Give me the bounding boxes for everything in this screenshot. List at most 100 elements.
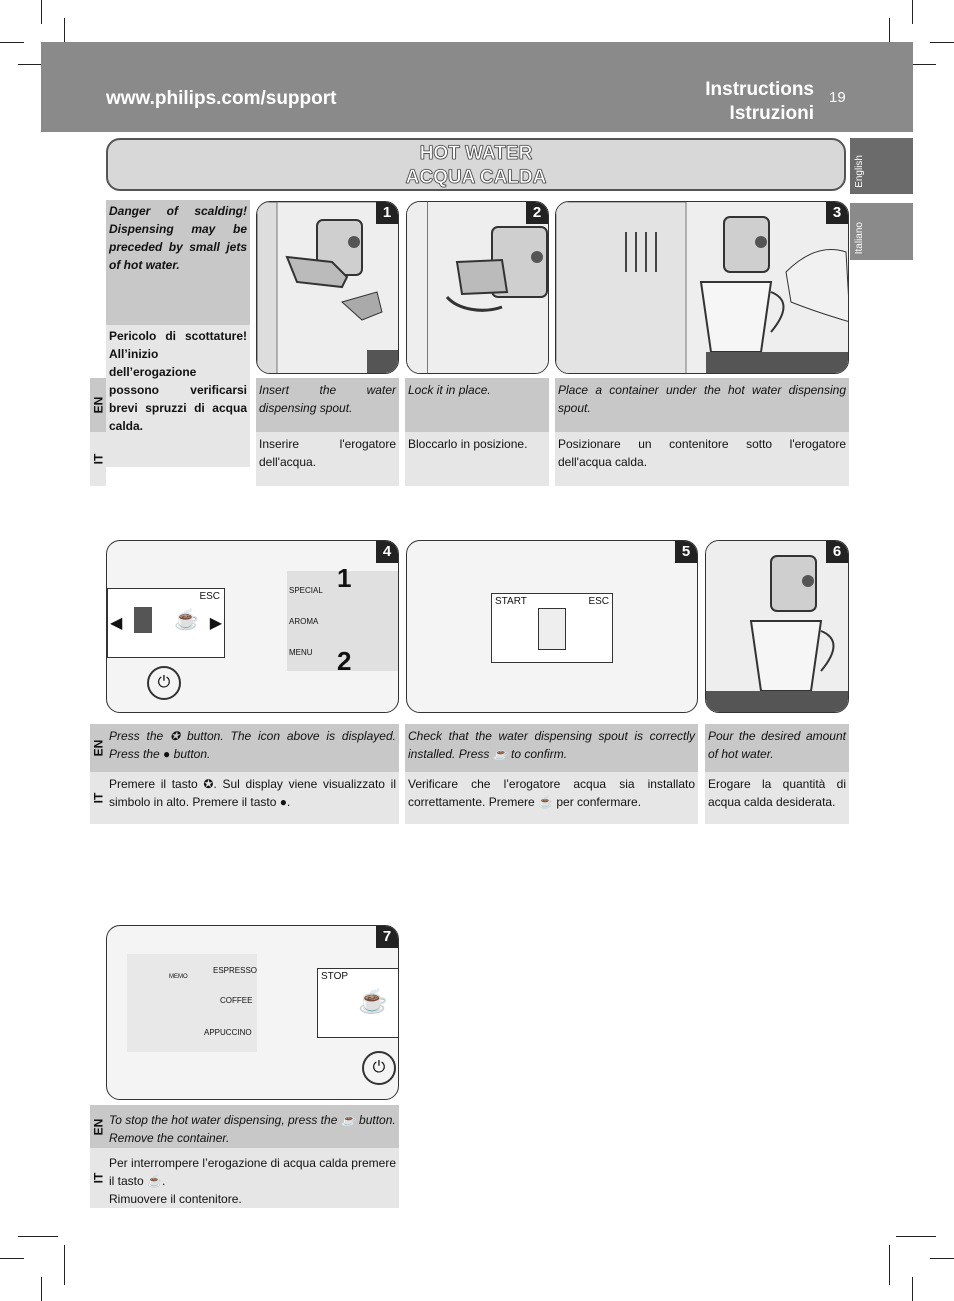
crop-mark [930,1258,954,1259]
callout-1: 1 [337,563,352,593]
aroma-bean-icon: ● [279,795,287,809]
crop-mark [889,18,890,58]
step-5-caption-it: Verificare che l’erogatore acqua sia ins… [405,772,698,824]
crop-mark [930,42,954,43]
step-5-en-b: to confirm. [511,747,568,761]
lang-tag-it: IT [90,432,106,486]
step-5-caption-en: Check that the water dispensing spout is… [405,724,698,772]
step-4-it-a: Premere il tasto [109,777,198,791]
lang-tag-en: EN [90,378,106,432]
step-2-number: 2 [526,202,548,224]
step-5-en-a: Check that the water dispensing spout is… [408,729,695,761]
lang-tag-en: EN [90,724,106,772]
step-5-it-a: Verificare che l’erogatore acqua sia ins… [408,777,695,809]
crop-mark [64,18,65,58]
step-2-caption-en: Lock it in place. [405,378,549,432]
crop-mark [18,1236,58,1237]
start-label: START [495,596,527,607]
lang-en-label: EN [91,1118,106,1135]
arrow-right-icon: ▶ [209,615,222,632]
lang-en-label: EN [91,396,106,414]
step-4-en-c: button. [173,747,211,761]
lang-it-label: IT [90,792,105,804]
stop-label: STOP [321,971,349,982]
step-7-it-b: . [161,1174,166,1188]
lang-tag-it: IT [90,772,106,824]
step-3-illustration: 3 [555,201,849,374]
step-6-illustration: 6 [705,540,849,713]
warning-it: Pericolo di scottature! All’inizio dell’… [106,325,250,467]
power-icon[interactable]: ⏻ [147,666,181,700]
header-title-en: Instructions [705,79,814,100]
warning-it-text: Pericolo di scottature! All’inizio dell’… [109,329,247,433]
step-1-caption-it: Inserire l'erogatore dell'acqua. [256,432,399,486]
step-6-number: 6 [826,541,848,563]
step-1-illustration: 1 [256,201,399,374]
page-number: 19 [829,89,846,106]
button-panel [287,571,398,671]
lang-tag-en: EN [90,1105,106,1148]
aroma-bean-icon: ● [163,747,171,761]
crop-mark [0,1258,24,1259]
lang-it-label: IT [90,1172,105,1184]
lang-en-label: EN [91,739,106,757]
step-4-caption-it: Premere il tasto ✪. Sul display viene vi… [106,772,399,824]
step-2-illustration: 2 [406,201,549,374]
title-en: HOT WATER [419,143,533,165]
step-7-en-c: Remove the container. [109,1131,230,1145]
step-7-caption-it: Per interrompere l’erogazione di acqua c… [106,1148,399,1208]
warning-en-text: Danger of scalding! Dispensing may be pr… [109,204,247,272]
espresso-cup-icon: ☕ [147,1174,162,1188]
esc-label: ESC [199,591,220,602]
step-2-caption-it: Bloccarlo in posizione. [405,432,549,486]
hot-water-cup-icon: ☕ [174,609,199,631]
special-star-icon: ✪ [170,729,181,743]
crop-mark [64,1245,65,1285]
cappuccino-button[interactable]: APPUCCINO [204,1028,252,1037]
display-screen: STOP ☕ [317,968,398,1038]
step-1-caption-en: Insert the water dispensing spout. [256,378,399,432]
crop-mark [912,1277,913,1301]
support-url: www.philips.com/support [106,88,337,109]
step-4-caption-en: Press the ✪ button. The icon above is di… [106,724,399,772]
step-4-number: 4 [376,541,398,563]
menu-button[interactable]: MENU [289,648,313,657]
display-screen: START ESC [491,593,613,663]
crop-mark [0,42,24,43]
step-1-number: 1 [376,202,398,224]
step-4-en-a: Press the [109,729,164,743]
step-5-it-b: per confermare. [556,795,642,809]
crop-mark [896,1236,936,1237]
step-4-it-b: . Sul display viene visualizzato il simb… [109,777,396,809]
crop-mark [912,0,913,24]
step-4-it-c: . [287,795,291,809]
hot-water-cup-icon: ☕ [358,988,388,1015]
step-4-en-b: button. The icon above is displayed. Pre… [109,729,396,761]
machine-spout-insert-icon [257,202,398,373]
espresso-button[interactable]: ESPRESSO [213,966,258,975]
header-title: Instructions Istruzioni [705,78,814,126]
machine-icon [538,608,566,650]
coffee-button[interactable]: COFFEE [220,996,253,1005]
step-7-it-a: Per interrompere l’erogazione di acqua c… [109,1156,396,1188]
step-5-number: 5 [675,541,697,563]
tab-english: English [850,138,913,194]
crop-mark [896,64,936,65]
step-7-it-c: Rimuovere il contenitore. [109,1192,242,1206]
step-3-number: 3 [826,202,848,224]
espresso-cup-icon: ☕ [538,795,554,809]
power-icon[interactable]: ⏻ [362,1051,396,1085]
coffee-bean-icon [134,607,152,633]
aroma-button[interactable]: AROMA [289,617,319,626]
header-title-it: Istruzioni [729,103,814,124]
tab-english-label: English [854,155,865,188]
step-3-caption-it: Posizionare un contenitore sotto l'eroga… [555,432,849,486]
espresso-cup-icon: ☕ [340,1113,356,1127]
step-6-caption-en: Pour the desired amount of hot water. [705,724,849,772]
callout-2: 2 [337,646,352,676]
section-title: HOT WATER ACQUA CALDA [106,138,846,191]
button-panel [127,954,257,1052]
esc-label: ESC [588,596,609,607]
special-button[interactable]: SPECIAL [289,586,323,595]
crop-mark [41,0,42,24]
